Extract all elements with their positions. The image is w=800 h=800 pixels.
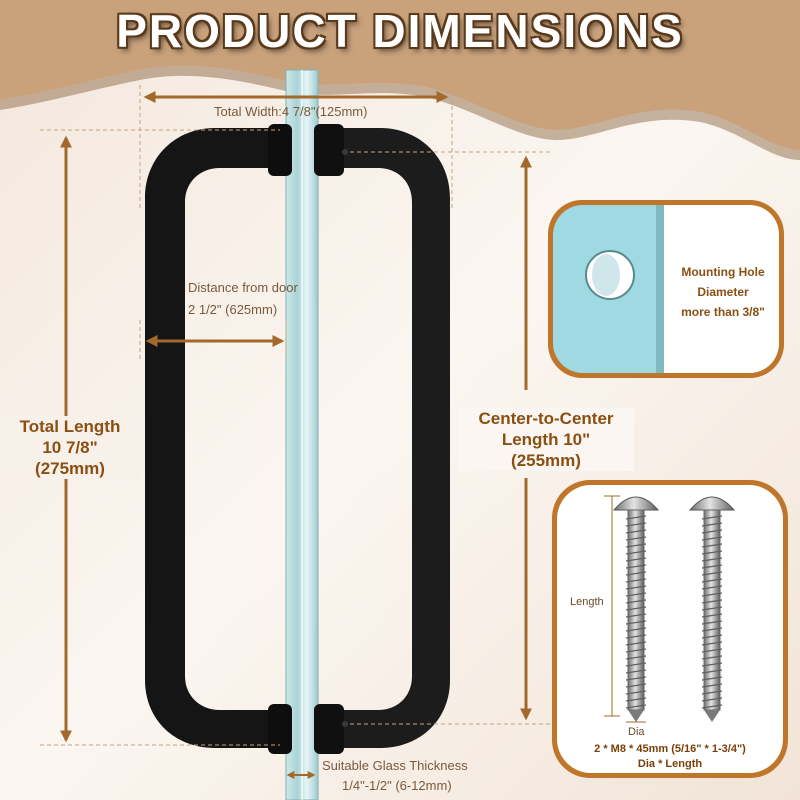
total-length-line2: 10 7/8" [42, 438, 98, 457]
total-width-label: Total Width:4 7/8"(125mm) [214, 104, 368, 119]
total-length-label: Total Length 10 7/8" (275mm) [0, 416, 140, 479]
screw-spec: 2 * M8 * 45mm (5/16" * 1-3/4") Dia * Len… [557, 742, 783, 772]
mounting-hole-label: Mounting Hole Diameter more than 3/8" [664, 262, 782, 322]
header-band [0, 0, 800, 150]
center-length-label: Center-to-Center Length 10" (255mm) [458, 408, 634, 471]
screw-length-label: Length [570, 596, 604, 608]
mounting-hole-line3: more than 3/8" [681, 305, 765, 319]
header-band-shadow [0, 65, 800, 160]
screw-card [552, 480, 788, 778]
total-length-line1: Total Length [19, 417, 121, 436]
screw-spec-line2: Dia * Length [637, 758, 703, 770]
screw-dia-label: Dia [628, 726, 645, 738]
page-title: PRODUCT DIMENSIONS [116, 5, 684, 57]
glass-thickness-line2: 1/4"-1/2" (6-12mm) [342, 778, 452, 793]
glass-thickness-line1: Suitable Glass Thickness [322, 758, 468, 773]
mounting-hole-card [548, 200, 784, 378]
center-length-line2: Length 10" [501, 430, 591, 449]
door-handle [145, 128, 290, 748]
mounting-hole-line1: Mounting Hole [681, 265, 765, 279]
door-handle-back [316, 128, 450, 748]
screw-spec-line1: 2 * M8 * 45mm (5/16" * 1-3/4") [594, 743, 746, 755]
screw-1 [612, 496, 660, 722]
distance-label-line2: 2 1/2" (625mm) [188, 302, 278, 317]
center-length-line1: Center-to-Center [478, 409, 614, 428]
center-length-line3: (255mm) [511, 451, 581, 470]
distance-label-line1: Distance from door [188, 280, 298, 295]
mounting-hole-line2: Diameter [697, 285, 749, 299]
total-length-line3: (275mm) [35, 459, 105, 478]
